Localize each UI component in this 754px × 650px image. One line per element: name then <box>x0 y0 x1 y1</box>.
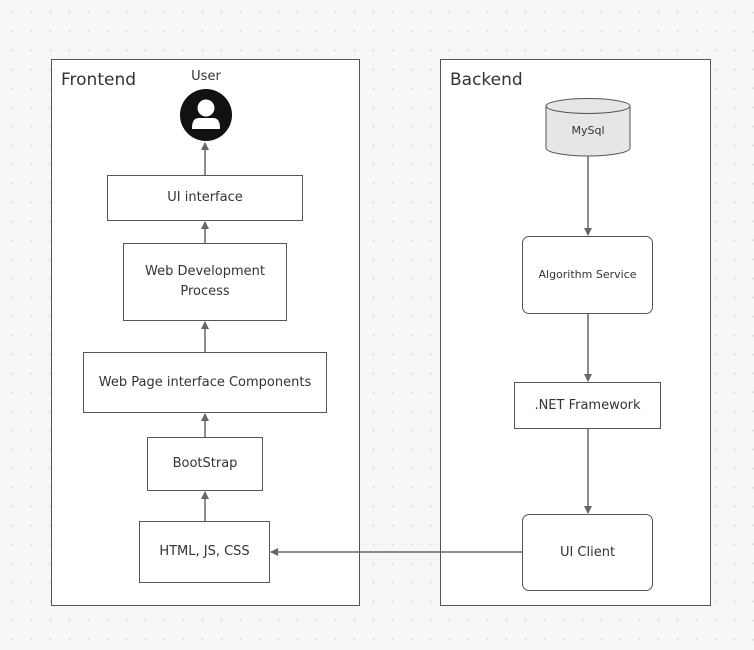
mysql-database-icon <box>545 98 631 157</box>
user-avatar-icon <box>180 89 232 141</box>
bootstrap-box: BootStrap <box>147 437 263 491</box>
backend-panel-title: Backend <box>450 70 523 90</box>
user-label: User <box>191 69 221 84</box>
web-page-components-box: Web Page interface Components <box>83 352 327 413</box>
net-framework-box: .NET Framework <box>514 382 661 429</box>
web-development-process-box: Web Development Process <box>123 243 287 321</box>
mysql-label: MySql <box>571 124 605 137</box>
algorithm-service-box: Algorithm Service <box>522 236 653 314</box>
ui-client-box: UI Client <box>522 514 653 591</box>
frontend-panel-title: Frontend <box>61 70 137 90</box>
ui-interface-box: UI interface <box>107 175 303 221</box>
html-js-css-box: HTML, JS, CSS <box>139 521 270 583</box>
